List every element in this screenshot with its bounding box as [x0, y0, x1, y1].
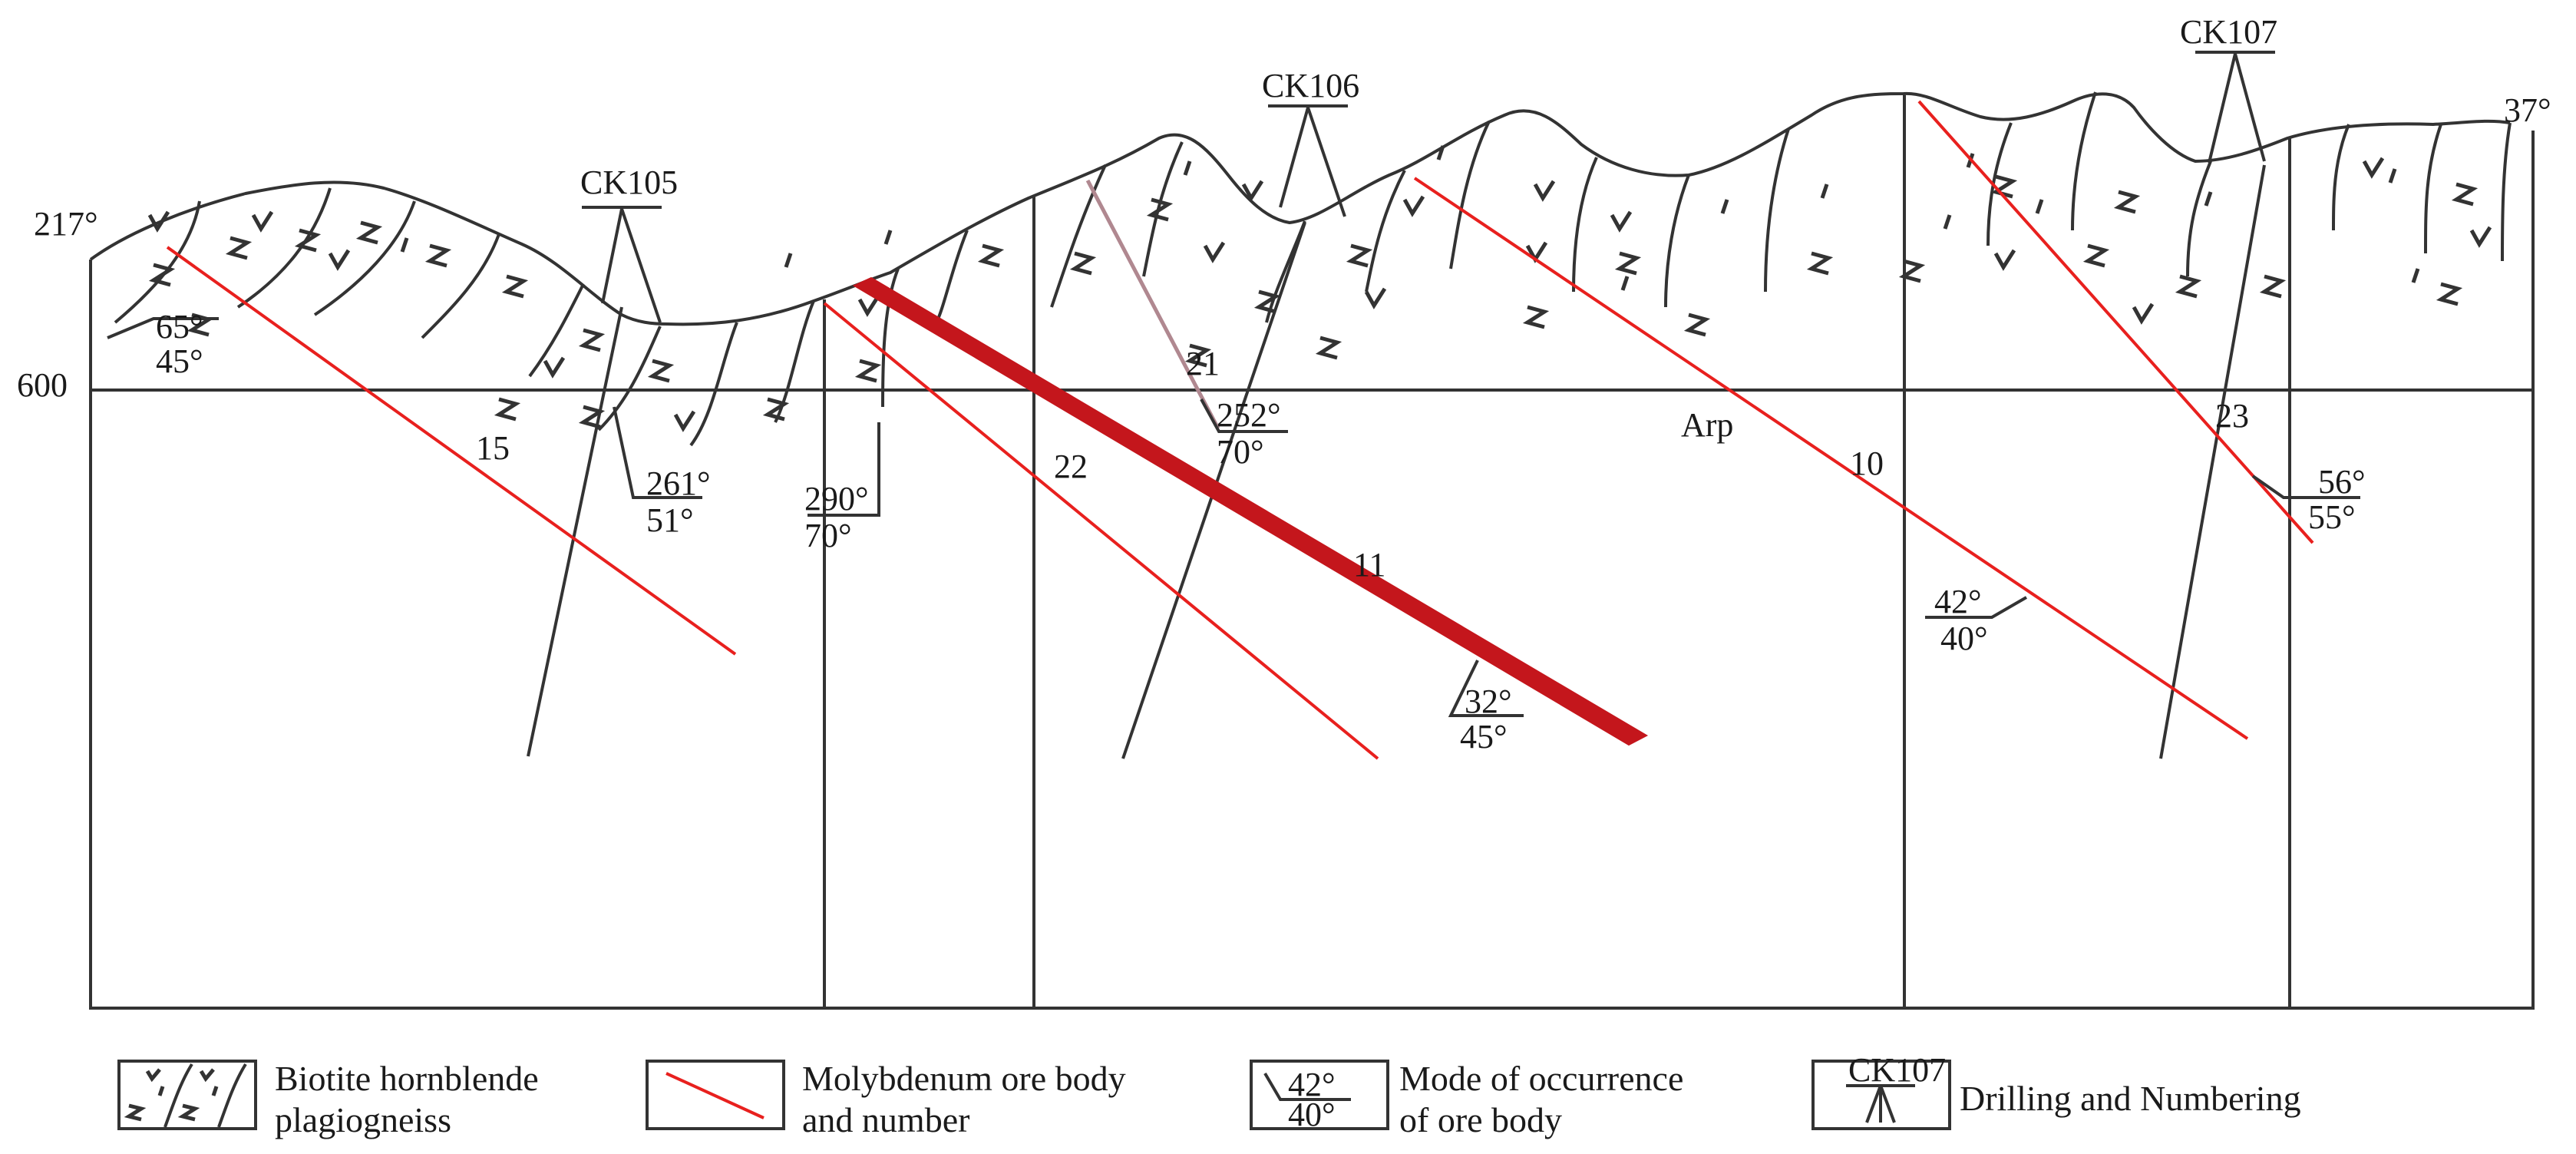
- attitude-mark-6: 42° 40°: [1925, 583, 2028, 657]
- legend-mode-line1: Mode of occurrence: [1399, 1059, 1683, 1098]
- svg-text:45°: 45°: [156, 342, 203, 380]
- drillhole-label-ck105: CK105: [580, 164, 678, 201]
- svg-text:70°: 70°: [804, 517, 852, 554]
- ore-number-22: 22: [1054, 448, 1088, 485]
- svg-text:290°: 290°: [804, 480, 869, 517]
- svg-text:42°: 42°: [1288, 1066, 1336, 1103]
- ore-number-21: 21: [1186, 345, 1220, 382]
- drillhole-label-ck106: CK106: [1262, 67, 1359, 104]
- ore-number-15: 15: [476, 429, 510, 467]
- ore-number-10: 10: [1850, 445, 1884, 482]
- azimuth-left-label: 217°: [34, 205, 98, 243]
- legend-mode-line2: of ore body: [1399, 1100, 1562, 1139]
- svg-text:70°: 70°: [1217, 433, 1264, 471]
- attitude-mark-1: 65° 45°: [107, 308, 219, 380]
- svg-text:45°: 45°: [1460, 718, 1508, 756]
- svg-text:56°: 56°: [2318, 463, 2366, 501]
- ore-number-11: 11: [1353, 546, 1385, 584]
- svg-text:252°: 252°: [1217, 396, 1281, 434]
- legend-mode: 42° 40° Mode of occurrence of ore body: [1250, 1059, 1683, 1139]
- gneiss-symbols: [147, 145, 2492, 432]
- ore-body-15: [166, 246, 737, 656]
- legend-drill: CK107 Drilling and Numbering: [1811, 1051, 2301, 1130]
- drillhole-ck105: [527, 206, 662, 757]
- azimuth-right-label: 37°: [2504, 91, 2551, 129]
- legend-gneiss-line2: plagiogneiss: [275, 1100, 451, 1139]
- svg-text:40°: 40°: [1940, 620, 1988, 657]
- ore-body-11: [852, 276, 1649, 746]
- attitude-mark-3: 290° 70°: [804, 422, 880, 554]
- ore-body-10: [1413, 177, 2249, 740]
- drillhole-ck107: [2159, 51, 2275, 759]
- ore-body-23: [1917, 100, 2314, 544]
- fault-21: [1085, 179, 1220, 430]
- legend: Biotite hornblende plagiogneiss Molybden…: [117, 1051, 2301, 1139]
- svg-text:CK107: CK107: [1848, 1051, 1946, 1089]
- gneiss-foliation: [114, 91, 2512, 447]
- ore-number-23: 23: [2215, 397, 2249, 435]
- stratum-label: Arp: [1681, 406, 1733, 444]
- attitude-mark-5: 32° 45°: [1448, 660, 1524, 756]
- legend-ore: Molybdenum ore body and number: [646, 1059, 1126, 1139]
- elevation-label: 600: [17, 366, 68, 404]
- ore-body-22: [823, 302, 1379, 760]
- legend-ore-line2: and number: [802, 1100, 969, 1139]
- attitude-mark-7: 56° 55°: [2251, 463, 2366, 536]
- legend-drill-text: Drilling and Numbering: [1960, 1079, 2301, 1118]
- svg-text:65°: 65°: [156, 308, 203, 346]
- attitude-mark-4: 252° 70°: [1200, 396, 1288, 471]
- drillhole-label-ck107: CK107: [2180, 13, 2277, 51]
- legend-gneiss: Biotite hornblende plagiogneiss: [117, 1059, 539, 1139]
- svg-text:55°: 55°: [2308, 498, 2356, 536]
- attitude-mark-2: 261° 51°: [613, 406, 711, 539]
- legend-gneiss-line1: Biotite hornblende: [275, 1059, 539, 1098]
- topographic-surface: [89, 91, 2511, 326]
- svg-text:40°: 40°: [1288, 1096, 1336, 1133]
- svg-text:32°: 32°: [1465, 683, 1512, 720]
- legend-ore-line1: Molybdenum ore body: [802, 1059, 1126, 1098]
- legend-mode-swatch: [1250, 1060, 1389, 1130]
- section-frame: [89, 131, 2535, 1010]
- svg-text:42°: 42°: [1934, 583, 1982, 620]
- svg-text:261°: 261°: [646, 465, 711, 502]
- svg-text:51°: 51°: [646, 501, 694, 539]
